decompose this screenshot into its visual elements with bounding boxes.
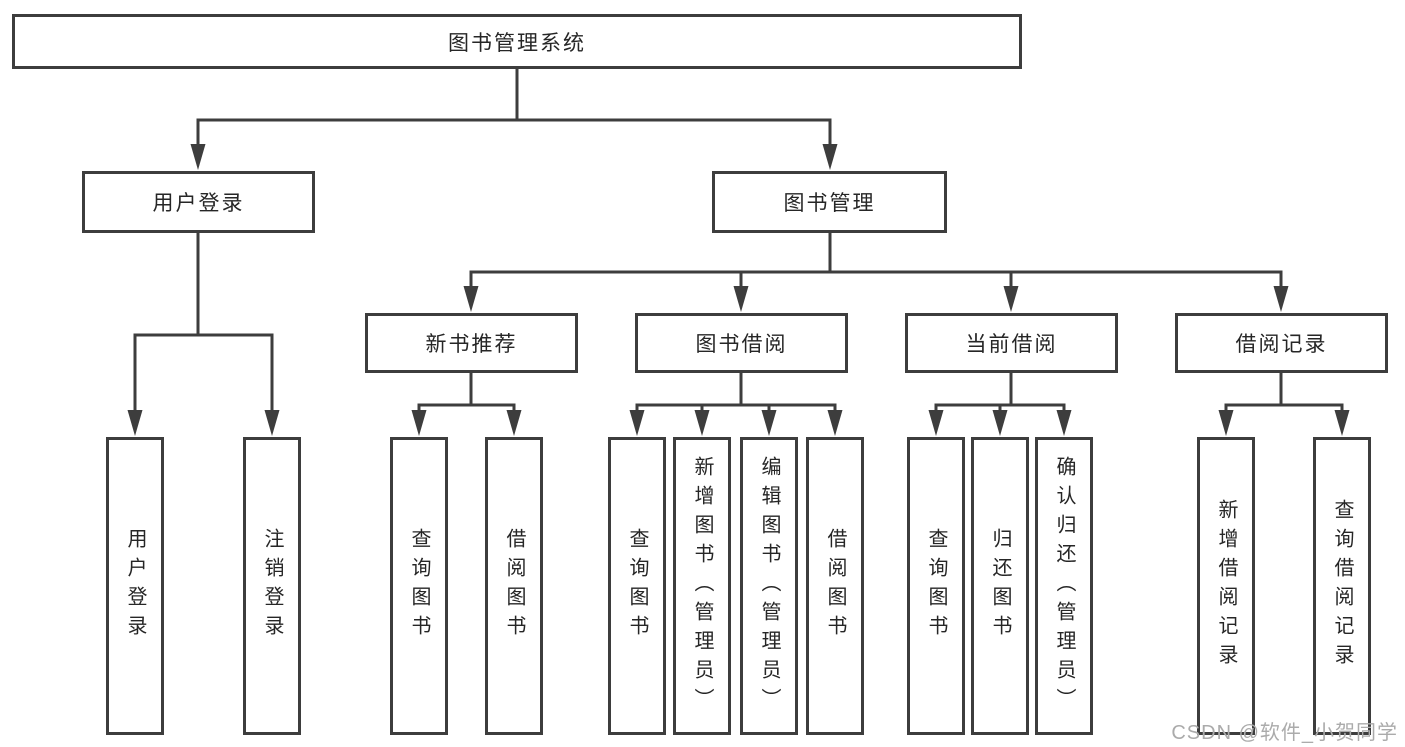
- arrowhead-icon: [463, 286, 479, 312]
- leaf-confirm-return-admin: 确认归还（管理员）: [1035, 437, 1093, 735]
- node-label: 查询图书: [626, 528, 648, 644]
- arrowhead-icon: [1334, 410, 1350, 436]
- arrowhead-icon: [1056, 410, 1072, 436]
- node-label: 借阅图书: [824, 528, 846, 644]
- leaf-edit-books-admin: 编辑图书（管理员）: [740, 437, 798, 735]
- node-label: 借阅记录: [1235, 333, 1328, 356]
- node-root: 图书管理系统: [12, 14, 1022, 69]
- leaf-user-login: 用户登录: [106, 437, 164, 735]
- node-label: 查询图书: [925, 528, 947, 644]
- node-label: 确认归还（管理员）: [1053, 455, 1075, 717]
- arrowhead-icon: [822, 144, 838, 170]
- arrowhead-icon: [629, 410, 645, 436]
- arrowhead-icon: [827, 410, 843, 436]
- arrowhead-icon: [1218, 410, 1234, 436]
- node-label: 图书管理系统: [448, 31, 586, 55]
- arrowhead-icon: [411, 410, 427, 436]
- node-book-management-branch: 图书管理: [712, 171, 947, 233]
- node-label: 注销登录: [261, 528, 283, 644]
- node-label: 新书推荐: [425, 333, 518, 356]
- leaf-add-books-admin: 新增图书（管理员）: [673, 437, 731, 735]
- node-book-borrow: 图书借阅: [635, 313, 848, 373]
- node-label: 图书管理: [783, 192, 876, 215]
- node-label: 查询图书: [408, 528, 430, 644]
- arrowhead-icon: [1003, 286, 1019, 312]
- node-label: 归还图书: [989, 528, 1011, 644]
- watermark: CSDN @软件_小贺同学: [1171, 722, 1398, 744]
- arrowhead-icon: [1273, 286, 1289, 312]
- node-label: 编辑图书（管理员）: [758, 455, 780, 717]
- leaf-logout: 注销登录: [243, 437, 301, 735]
- leaf-add-borrow-record: 新增借阅记录: [1197, 437, 1255, 735]
- arrowhead-icon: [264, 410, 280, 436]
- node-label: 新增图书（管理员）: [691, 455, 713, 717]
- node-label: 借阅图书: [503, 528, 525, 644]
- node-label: 当前借阅: [965, 333, 1058, 356]
- node-label: 用户登录: [124, 528, 146, 644]
- node-user-login-branch: 用户登录: [82, 171, 315, 233]
- leaf-query-books-recommend: 查询图书: [390, 437, 448, 735]
- arrowhead-icon: [127, 410, 143, 436]
- arrowhead-icon: [928, 410, 944, 436]
- node-label: 用户登录: [152, 192, 245, 215]
- leaf-query-books-current: 查询图书: [907, 437, 965, 735]
- node-label: 图书借阅: [695, 333, 788, 356]
- leaf-return-books: 归还图书: [971, 437, 1029, 735]
- arrowhead-icon: [694, 410, 710, 436]
- node-current-borrow: 当前借阅: [905, 313, 1118, 373]
- arrowhead-icon: [992, 410, 1008, 436]
- arrowhead-icon: [761, 410, 777, 436]
- node-label: 新增借阅记录: [1215, 499, 1237, 673]
- node-borrow-records: 借阅记录: [1175, 313, 1388, 373]
- leaf-borrow-books-recommend: 借阅图书: [485, 437, 543, 735]
- leaf-borrow-books: 借阅图书: [806, 437, 864, 735]
- arrowhead-icon: [733, 286, 749, 312]
- leaf-query-borrow-record: 查询借阅记录: [1313, 437, 1371, 735]
- leaf-query-books-borrow: 查询图书: [608, 437, 666, 735]
- arrowhead-icon: [190, 144, 206, 170]
- node-label: 查询借阅记录: [1331, 499, 1353, 673]
- node-new-book-recommend: 新书推荐: [365, 313, 578, 373]
- arrowhead-icon: [506, 410, 522, 436]
